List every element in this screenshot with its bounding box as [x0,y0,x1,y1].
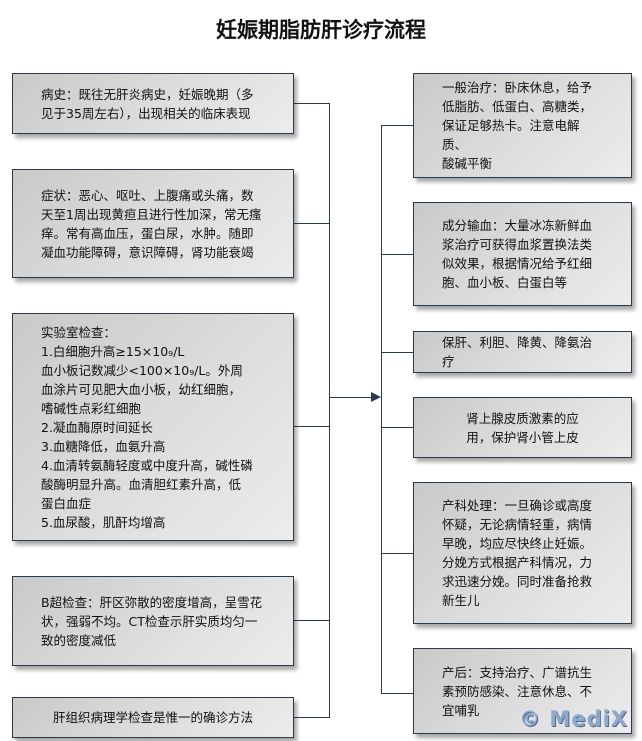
liver-protection-text: 保肝、利胆、降黄、降氨治疗 [442,335,593,369]
imaging-box: B超检查：肝区弥散的密度增高，呈雪花 状，强弱不均。CT检查示肝实质均匀一 致的… [12,576,294,666]
connector [381,125,413,126]
postpartum-text: 产后：支持治疗、广谱抗生 素预防感染、注意休息、不 宜哺乳 [442,664,593,718]
watermark-logo: © MediX [519,707,628,731]
general-treatment-text: 一般治疗：卧床休息，给予 低脂肪、低蛋白、高糖类， 保证足够热卡。注意电解质、 … [442,80,593,171]
lab-tests-box: 实验室检查： 1.白细胞升高≥15×10₉/L 血小板记数减少<100×10₉/… [12,313,294,541]
connector [294,103,329,104]
history-text: 病史：既往无肝炎病史，妊娠晚期（多 见于35周左右），出现相关的临床表现 [41,86,254,121]
connector [294,426,329,427]
imaging-text: B超检查：肝区弥散的密度增高，呈雪花 状，强弱不均。CT检查示肝实质均匀一 致的… [41,594,263,648]
pathology-box: 肝组织病理学检查是惟一的确诊方法 [12,697,294,738]
connector [294,620,329,621]
symptoms-box: 症状：恶心、呕吐、上腹痛或头痛，数 天至1周出现黄疸且进行性加深，常无瘙 痒。常… [12,169,294,278]
transfusion-text: 成分输血：大量冰冻新鲜血 浆治疗可获得血浆置换法类 似效果，根据情况给予红细 胞… [442,218,593,290]
liver-protection-box: 保肝、利胆、降黄、降氨治疗 [413,331,632,373]
connector [294,717,329,718]
obstetric-box: 产科处理：一旦确诊或高度 怀疑，无论病情轻重，病情 早晚，均应尽快终止妊娠。 分… [413,482,632,624]
obstetric-text: 产科处理：一旦确诊或高度 怀疑，无论病情轻重，病情 早晚，均应尽快终止妊娠。 分… [442,498,593,608]
general-treatment-box: 一般治疗：卧床休息，给予 低脂肪、低蛋白、高糖类， 保证足够热卡。注意电解质、 … [413,73,632,178]
history-box: 病史：既往无肝炎病史，妊娠晚期（多 见于35周左右），出现相关的临床表现 [12,73,294,134]
corticosteroid-text: 肾上腺皮质激素的应 用，保护肾小管上皮 [466,410,579,445]
connector [381,693,413,694]
connector [381,254,413,255]
pathology-text: 肝组织病理学检查是惟一的确诊方法 [52,710,253,725]
symptoms-text: 症状：恶心、呕吐、上腹痛或头痛，数 天至1周出现黄疸且进行性加深，常无瘙 痒。常… [41,187,262,260]
arrow-head-icon [371,392,381,402]
connector [294,223,329,224]
left-bus-line [329,103,330,718]
page-title: 妊娠期脂肪肝诊疗流程 [216,17,426,42]
postpartum-box: 产后：支持治疗、广谱抗生 素预防感染、注意休息、不 宜哺乳 [413,648,632,734]
connector [381,553,413,554]
right-bus-line [381,125,382,694]
connector [381,352,413,353]
transfusion-box: 成分输血：大量冰冻新鲜血 浆治疗可获得血浆置换法类 似效果，根据情况给予红细 胞… [413,202,632,306]
connector [381,427,413,428]
corticosteroid-box: 肾上腺皮质激素的应 用，保护肾小管上皮 [413,397,632,458]
arrow-line [329,397,373,398]
lab-tests-text: 实验室检查： 1.白细胞升高≥15×10₉/L 血小板记数减少<100×10₉/… [41,324,253,530]
